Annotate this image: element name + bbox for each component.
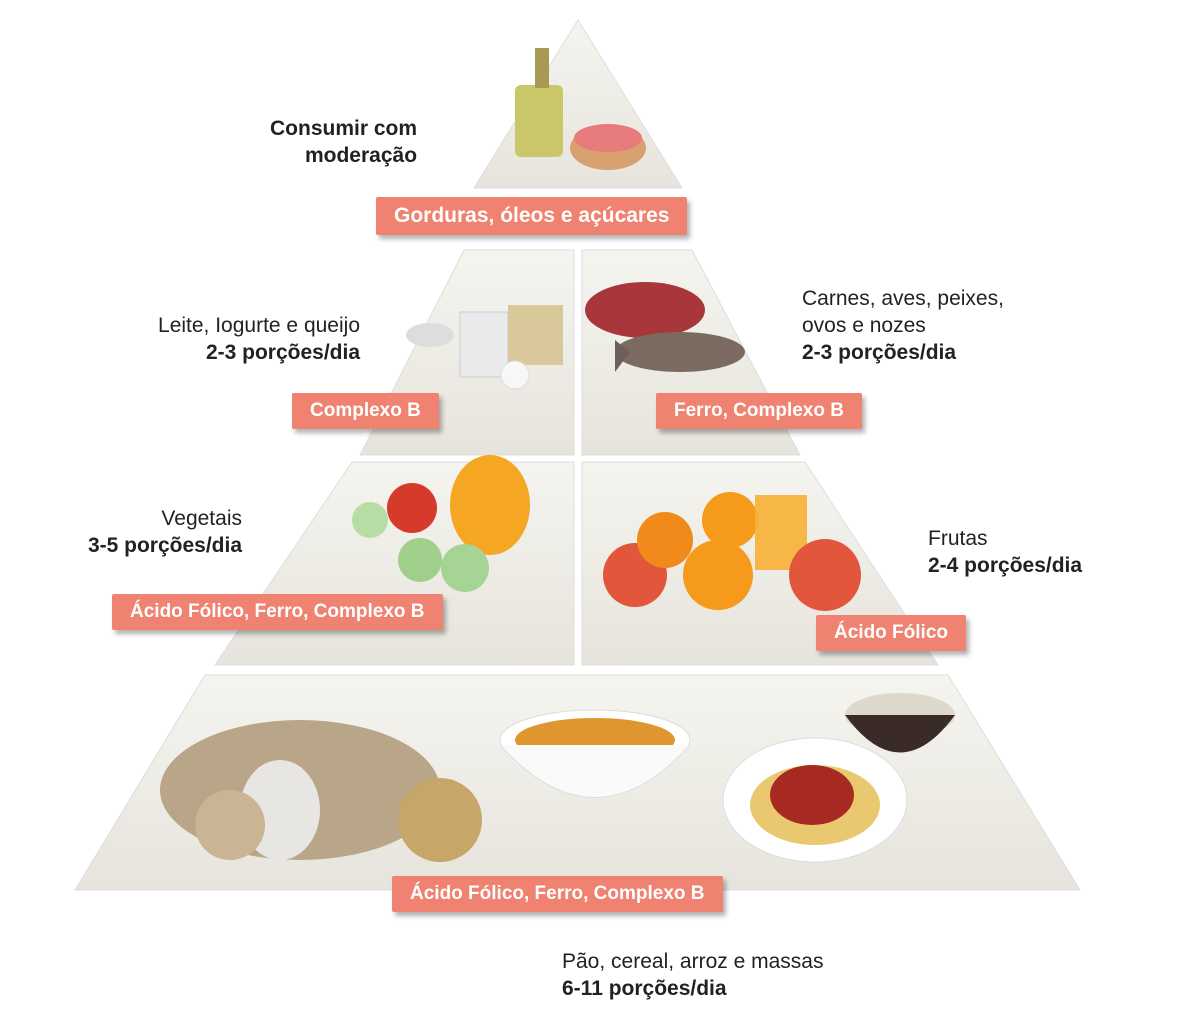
fruits-image: [603, 492, 861, 611]
badge-vegetables: Ácido Fólico, Ferro, Complexo B: [112, 594, 443, 630]
badge-fats: Gorduras, óleos e açúcares: [376, 197, 688, 235]
tier-top: [473, 19, 683, 189]
badge-grains: Ácido Fólico, Ferro, Complexo B: [392, 876, 723, 912]
bread-image: [160, 720, 482, 862]
spaghetti-image: [722, 737, 908, 863]
cereal-bowl-image: [499, 709, 691, 798]
badge-fruits: Ácido Fólico: [816, 615, 966, 651]
badge-dairy: Complexo B: [292, 393, 439, 429]
badge-protein: Ferro, Complexo B: [656, 393, 862, 429]
meat-fish-image: [585, 282, 745, 372]
vegetables-image: [352, 455, 530, 592]
dairy-image: [406, 305, 563, 390]
donut-image: [570, 124, 646, 170]
oil-bottle-image: [515, 48, 563, 157]
rice-bowl-image: [845, 693, 955, 753]
